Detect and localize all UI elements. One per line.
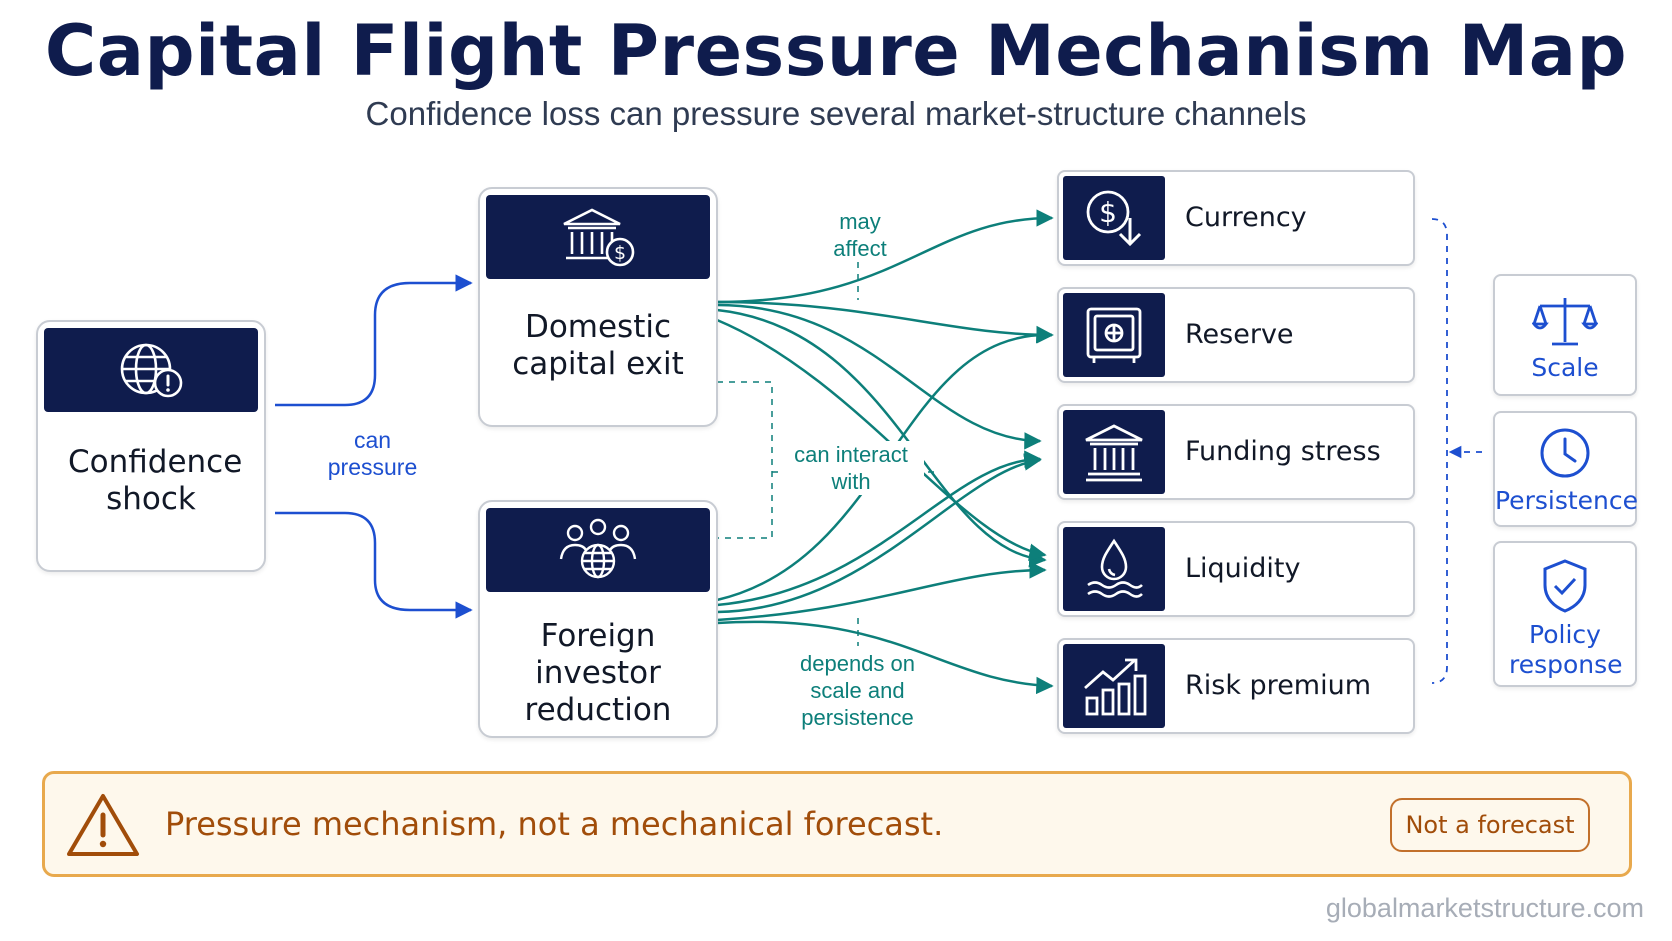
globe-alert-icon <box>120 343 183 398</box>
arrow-to-domestic <box>275 274 473 407</box>
factor-policy-response: Policy response <box>1493 541 1637 687</box>
shield-check-icon <box>1543 559 1587 613</box>
svg-text:$: $ <box>1099 196 1117 229</box>
page-title: Capital Flight Pressure Mechanism Map <box>44 10 1628 92</box>
outcome-risk-icon-box <box>1063 644 1165 728</box>
outcome-liquidity-pressure: Liquidity pressure <box>1057 521 1415 676</box>
outcome-reserve-icon-box <box>1063 293 1165 377</box>
factor-scale: Scale <box>1493 274 1637 396</box>
dollar-down-icon: $ <box>1086 190 1142 247</box>
link-foreign-funding <box>716 450 1042 607</box>
outcome-currency-label: Currency pressure <box>1185 202 1307 325</box>
factor-persistence: Persistence <box>1493 411 1638 527</box>
confidence-shock-band <box>44 328 258 412</box>
outcome-liquidity-label: Liquidity pressure <box>1185 553 1302 676</box>
outcome-risk-label: Risk premium <box>1185 670 1372 701</box>
link-foreign-liquidity <box>716 561 1047 622</box>
footer-domain: globalmarketstructure.com <box>1325 893 1644 923</box>
water-drop-icon <box>1087 538 1143 598</box>
annotation-may-affect: may affect <box>833 209 887 261</box>
link-foreign-risk <box>716 620 1054 695</box>
outcome-funding-icon-box <box>1063 410 1165 494</box>
domestic-capital-exit-node: $ Domestic capital exit <box>478 187 718 427</box>
annotation-depends-on: depends on scale and persistence <box>800 651 915 730</box>
page-subtitle: Confidence loss can pressure several mar… <box>365 95 1307 132</box>
factor-persistence-label: Persistence <box>1495 486 1638 515</box>
outcome-funding-label: Funding stress <box>1185 436 1381 467</box>
scale-icon <box>1531 298 1599 346</box>
foreign-investor-reduction-label: Foreign investor reduction <box>524 618 672 728</box>
disclaimer-banner: Pressure mechanism, not a mechanical for… <box>42 771 1632 877</box>
domestic-capital-exit-band: $ <box>486 195 710 279</box>
outcome-currency-pressure: $ Currency pressure <box>1057 170 1415 325</box>
confidence-shock-label: Confidence shock <box>68 444 243 517</box>
foreign-investor-reduction-node: Foreign investor reduction <box>478 500 718 738</box>
not-a-forecast-badge: Not a forecast <box>1390 798 1590 852</box>
warning-icon <box>67 794 139 856</box>
outcome-reserve-pressure: Reserve pressure <box>1057 287 1415 442</box>
link-domestic-liquidity <box>716 308 1047 568</box>
link-domestic-funding <box>716 303 1042 450</box>
outcome-risk-premium: Risk premium <box>1057 638 1415 734</box>
foreign-investor-reduction-band <box>486 508 710 592</box>
vault-icon <box>1086 307 1142 363</box>
factor-scale-label: Scale <box>1531 353 1599 382</box>
factor-policy-label: Policy response <box>1509 620 1623 679</box>
outcome-reserve-label: Reserve pressure <box>1185 319 1302 442</box>
svg-text:$: $ <box>614 242 626 264</box>
bank-dollar-icon: $ <box>563 208 635 267</box>
outcome-liquidity-icon-box <box>1063 527 1165 611</box>
domestic-capital-exit-label: Domestic capital exit <box>512 309 684 382</box>
annotation-can-interact: can interact with <box>778 441 924 495</box>
clock-icon <box>1540 428 1590 478</box>
confidence-shock-node: Confidence shock <box>36 320 266 572</box>
outcome-currency-icon-box: $ <box>1063 176 1165 260</box>
link-domestic-liquidity-b <box>716 318 1047 561</box>
annotation-can-pressure: can pressure <box>327 427 418 480</box>
link-domestic-reserve <box>716 300 1054 344</box>
disclaimer-message: Pressure mechanism, not a mechanical for… <box>165 805 944 843</box>
rising-chart-icon <box>1084 658 1147 716</box>
link-foreign-funding-b <box>716 453 1042 614</box>
link-domestic-currency <box>716 209 1054 304</box>
investors-globe-icon <box>559 518 637 579</box>
bank-icon <box>1085 424 1143 482</box>
outcome-funding-stress: Funding stress <box>1057 404 1415 500</box>
arrow-to-foreign <box>275 511 473 619</box>
